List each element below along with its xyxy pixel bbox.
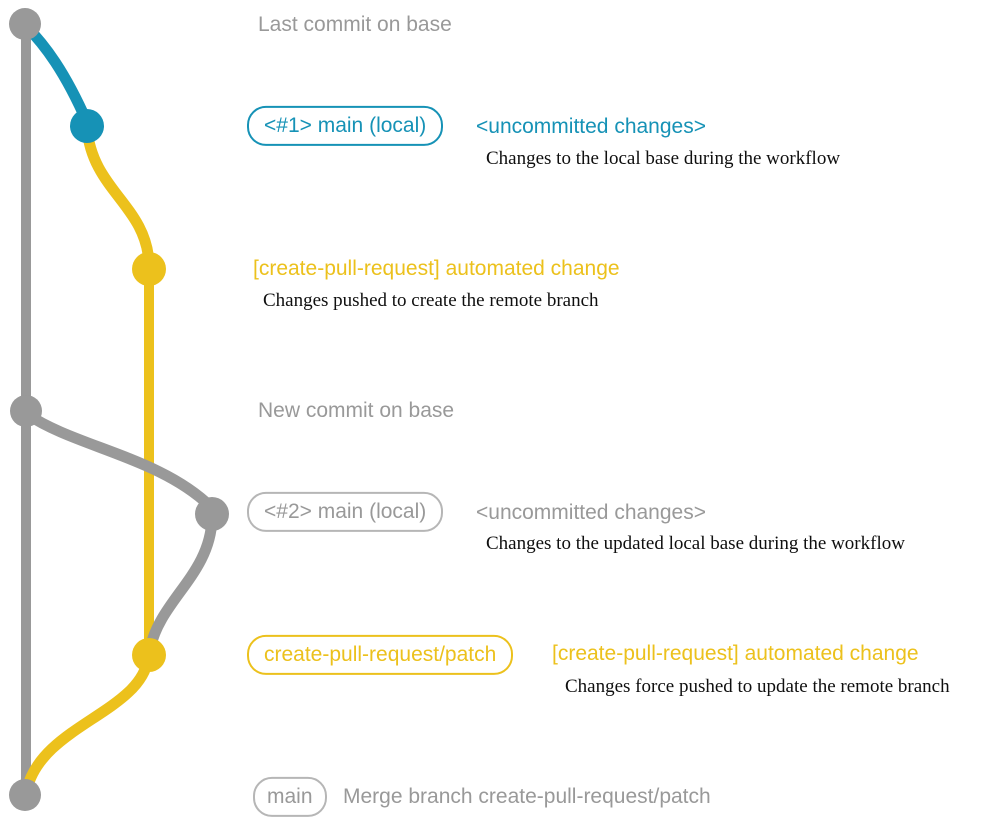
label-automated-change-1: [create-pull-request] automated change [253, 256, 620, 280]
push-branch-curve [81, 122, 155, 269]
label-automated-change-2: [create-pull-request] automated change [552, 641, 919, 665]
desc-uncommitted-changes-1: Changes to the local base during the wor… [486, 148, 841, 170]
git-graph [9, 8, 229, 811]
commit-dot-uncommitted-1 [70, 109, 104, 143]
label-merge-branch: Merge branch create-pull-request/patch [343, 784, 711, 808]
label-uncommitted-changes-1: <uncommitted changes> [476, 114, 706, 138]
branch-badge-main: main [253, 776, 327, 818]
commit-dot-automated-change-1 [132, 252, 166, 286]
commit-dot-automated-change-2 [132, 638, 166, 672]
desc-automated-change-2: Changes force pushed to update the remot… [565, 676, 950, 698]
uncommitted-branch-curve-1 [20, 20, 93, 128]
commit-dot-merge [9, 779, 41, 811]
branch-badge-main-label: main [267, 784, 313, 808]
branch-badge-main-local-2-label: <#2> main (local) [264, 499, 427, 523]
branch-badge-create-pull-request-patch: create-pull-request/patch [247, 634, 514, 676]
branch-badge-main-local-2: <#2> main (local) [247, 491, 444, 533]
force-push-branch-curve [144, 513, 218, 655]
label-uncommitted-changes-2: <uncommitted changes> [476, 500, 706, 524]
uncommitted-branch-curve-2 [21, 408, 217, 513]
branch-badge-main-local-1-label: <#1> main (local) [264, 113, 427, 137]
branch-badge-create-pull-request-patch-label: create-pull-request/patch [264, 642, 497, 666]
label-new-commit-on-base: New commit on base [258, 398, 455, 422]
desc-uncommitted-changes-2: Changes to the updated local base during… [486, 533, 905, 555]
commit-dot-last-base [9, 8, 41, 40]
merge-branch-curve [21, 653, 154, 795]
label-last-commit-on-base: Last commit on base [258, 12, 452, 36]
commit-dot-new-base [10, 395, 42, 427]
branch-badge-main-local-1: <#1> main (local) [247, 105, 444, 147]
desc-automated-change-1: Changes pushed to create the remote bran… [263, 290, 599, 312]
commit-dot-uncommitted-2 [195, 497, 229, 531]
